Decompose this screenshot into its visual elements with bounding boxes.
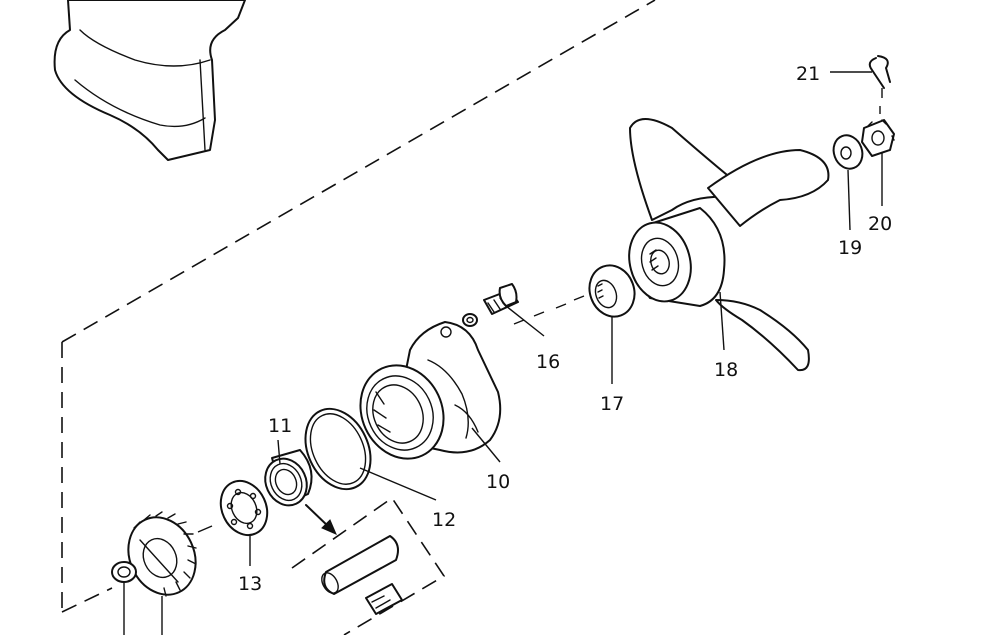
part-18-propeller — [628, 118, 830, 372]
part-20-castle-nut — [861, 119, 895, 157]
dashed-boundary — [61, 0, 656, 613]
callout-21: 21 — [796, 63, 820, 85]
callout-20: 20 — [868, 213, 892, 235]
part-21-cotter-pin — [868, 55, 891, 89]
gearcase-housing — [53, 0, 246, 161]
callout-12: 12 — [432, 509, 456, 531]
callout-13: 13 — [238, 573, 262, 595]
callout-16: 16 — [536, 351, 560, 373]
part-17-thrust-washer — [588, 264, 636, 318]
bevel-gear — [127, 511, 197, 597]
callout-17: 17 — [600, 393, 624, 415]
callout-labels: 10 11 12 13 16 17 18 19 20 21 — [238, 63, 892, 595]
leader-lines — [123, 71, 883, 635]
part-13-ball-bearing — [219, 479, 269, 537]
part-11-bearing — [264, 449, 313, 507]
inset-arrow — [305, 504, 337, 535]
shim-washer — [111, 561, 137, 583]
part-16-bolt — [462, 283, 519, 327]
part-12-o-ring — [304, 407, 372, 491]
callout-10: 10 — [486, 471, 510, 493]
callout-19: 19 — [838, 237, 862, 259]
assembly-centerline — [197, 88, 883, 533]
inset-detail-box — [291, 496, 446, 635]
callout-18: 18 — [714, 359, 738, 381]
callout-11: 11 — [268, 415, 292, 437]
part-19-washer — [832, 134, 864, 170]
part-10-bearing-carrier — [359, 321, 502, 460]
